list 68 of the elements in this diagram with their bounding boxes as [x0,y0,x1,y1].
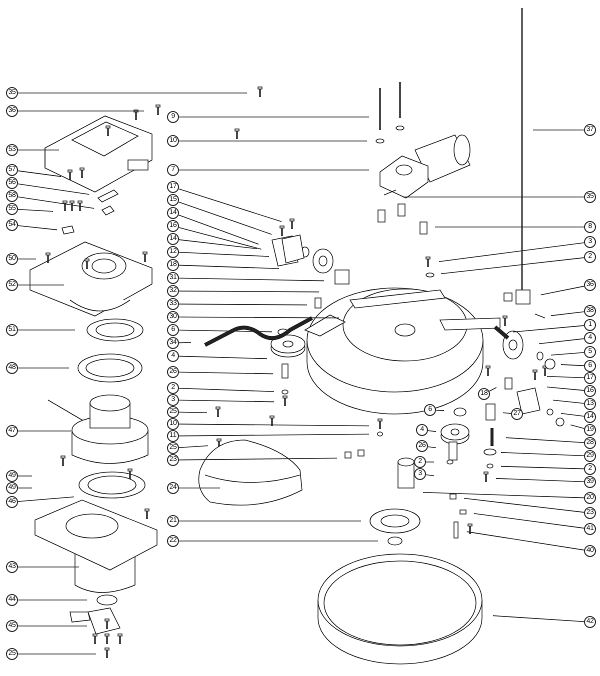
leader-line [18,110,144,112]
leader-line [546,386,584,391]
leader-line [178,330,272,332]
leader-line [428,430,436,432]
leader-line [538,338,584,344]
leader-line [178,356,268,360]
leader-line [18,170,62,177]
leader-line [18,284,64,286]
leader-line [178,458,338,460]
leader-line [422,492,584,498]
leader-line [18,566,80,568]
leader-line [178,202,272,235]
leader-line [426,474,434,476]
leader-line [550,311,584,316]
leader-line [178,424,370,426]
leader-line [540,286,585,296]
leader-line [18,196,95,209]
leader-line [178,342,192,344]
leader-line [434,226,584,228]
leader-line [178,304,308,306]
leader-line [18,183,90,195]
leader-line [178,227,262,250]
leader-line [464,498,584,513]
leader-line [18,430,72,432]
leader-line [440,257,584,274]
leader-line [178,188,282,222]
leader-line [570,424,585,429]
leader-line [402,196,584,198]
leader-line [178,264,280,270]
leader-line [438,242,584,262]
leader-line [560,364,584,366]
leader-line [18,225,58,230]
leader-line [178,520,362,522]
leader-line [488,387,497,392]
leader-line [18,258,36,260]
leader-line [560,412,584,417]
leader-line [500,466,584,470]
leader-line [178,412,208,414]
leader-line [474,513,584,529]
leader-line [178,316,340,318]
leader-line [550,352,584,356]
leader-line [502,412,512,414]
leader-line [436,410,444,411]
leader-line [428,446,436,448]
leader-line [178,290,320,292]
leader-line [466,531,584,550]
leader-line [178,540,378,542]
leader-line [18,208,54,212]
leader-line [18,496,74,502]
leader-line [552,400,584,404]
leader-line [178,388,274,392]
leader-line [178,372,274,374]
leader-line [500,452,584,456]
leader-line [506,437,584,444]
leader-line [496,478,584,482]
leader-line [512,325,584,332]
leader-line [492,615,584,622]
leader-line [178,140,368,142]
leader-line [178,445,208,448]
leader-line [546,376,584,378]
leader-line [178,400,274,402]
leader-line [178,239,258,250]
leader-line [178,214,260,245]
leader-line [18,92,248,94]
leader-line [178,434,370,436]
leader-line [178,252,270,257]
leader-line [178,116,370,118]
leader-line [178,278,324,282]
